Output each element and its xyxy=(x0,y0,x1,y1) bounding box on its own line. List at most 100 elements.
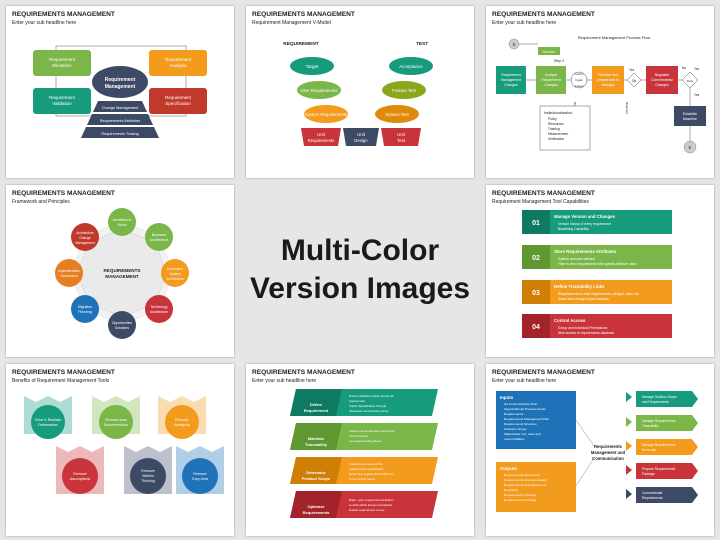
label: Remove poor xyxy=(105,418,127,422)
label: Requirements to other requirements, desi… xyxy=(558,292,639,296)
label: Requirement xyxy=(541,78,560,82)
inputs-box xyxy=(496,391,576,449)
label: Yes xyxy=(694,67,700,71)
label: Manage Version and Changes xyxy=(554,214,615,219)
label: Business xyxy=(152,233,166,237)
node-info-arch xyxy=(161,259,189,287)
slide-process-flow[interactable]: REQUIREMENTS MANAGEMENT Enter your sub h… xyxy=(486,6,714,178)
label: Acceptance xyxy=(399,64,423,69)
label: Deliverables xyxy=(38,423,58,427)
label: Manage Solution Scope xyxy=(642,395,677,399)
capability-row-1: 01 Manage Version and Changes Version hi… xyxy=(522,210,672,234)
slide-title: REQUIREMENTS MANAGEMENT xyxy=(12,11,115,18)
label: 01 xyxy=(532,220,540,227)
label: Ensure definition clarity across all xyxy=(349,394,394,398)
label: Feature Test xyxy=(392,88,417,93)
slide-subtitle: Benefits of Requirement Management Tools xyxy=(12,378,110,384)
capability-row-4: 04 Control Access Group and Individual P… xyxy=(522,314,672,338)
label: Implementation xyxy=(58,269,80,273)
label: Product Scope xyxy=(302,476,331,481)
label: Change xyxy=(79,236,91,240)
label: Architecture xyxy=(166,277,184,281)
label: Yes xyxy=(629,68,635,72)
box-validation xyxy=(33,88,91,114)
label: Requirements Attributes xyxy=(100,119,141,123)
label: Policy xyxy=(548,117,557,121)
label: 04 xyxy=(532,324,540,331)
activity-row-2: Maintain Traceability Capture dependenci… xyxy=(290,423,438,450)
label: Establish xyxy=(683,112,698,116)
label: System Requirements xyxy=(305,112,347,117)
arrow-3: Manage Requirements for re-use xyxy=(626,439,698,455)
slide-benefits[interactable]: REQUIREMENTS MANAGEMENT Benefits of Requ… xyxy=(6,364,234,536)
tier-3 xyxy=(81,127,159,138)
slide-requirement-cycle[interactable]: REQUIREMENTS MANAGEMENT Enter your sub h… xyxy=(6,6,234,178)
process-flow-diagram: Requirement Management Process Flow S So… xyxy=(496,35,706,154)
tier-2 xyxy=(87,114,153,125)
label: Requirements Structure xyxy=(504,422,537,426)
v-model-diagram: REQUIREMENT TEST Target User Requirement… xyxy=(283,41,433,146)
capability-list: 01 Manage Version and Changes Version hi… xyxy=(522,210,672,338)
end-node xyxy=(683,140,697,154)
slide-v-model[interactable]: REQUIREMENTS MANAGEMENT Requirement Mana… xyxy=(246,6,474,178)
label: Control Access xyxy=(554,318,586,323)
slide-activities[interactable]: REQUIREMENTS MANAGEMENT Enter your sub h… xyxy=(246,364,474,536)
label: Validation xyxy=(52,101,72,106)
label: Group and Individual Permissions xyxy=(558,326,608,330)
label: Requirement xyxy=(304,408,329,413)
label: responsibilities xyxy=(504,437,525,441)
node-business-arch xyxy=(145,223,173,251)
benefits-diagram: Clear & Realistic Deliverables Remove po… xyxy=(24,396,224,494)
label: System and user defined xyxy=(558,257,595,261)
benefit-clear xyxy=(31,405,65,439)
slide-tool-capabilities[interactable]: REQUIREMENTS MANAGEMENT Requirement Mana… xyxy=(486,185,714,357)
column-header-right: TEST xyxy=(416,41,428,47)
label: Web access to requirements database xyxy=(558,331,614,335)
label: Done xyxy=(687,79,694,83)
center-ellipse xyxy=(92,66,148,98)
label: changes xyxy=(602,83,615,87)
slide-title: REQUIREMENTS MANAGEMENT xyxy=(492,11,595,18)
label: Capture dependencies and impact xyxy=(349,429,395,433)
label: No xyxy=(682,66,686,70)
label: Requirements Management Plan xyxy=(504,417,550,421)
label: 03 xyxy=(532,290,540,297)
label: Requirements xyxy=(303,510,330,515)
label: System Test xyxy=(385,112,409,117)
label: Remove xyxy=(175,418,188,422)
slide-title: REQUIREMENTS MANAGEMENT xyxy=(12,369,115,376)
arrow-4: Prepare Requirements Package xyxy=(626,463,698,479)
label: Optimize xyxy=(308,504,326,509)
label: Clear & Realistic xyxy=(35,418,62,422)
label: Leverage Existing Ideas xyxy=(349,439,382,443)
label: Vision xyxy=(117,223,127,227)
slide-subtitle: Enter your sub headline here xyxy=(492,20,557,26)
slide-title: REQUIREMENTS MANAGEMENT xyxy=(252,11,355,18)
capability-row-3: 03 Define Traceability Links Requirement… xyxy=(522,280,672,304)
label: Information xyxy=(167,267,184,271)
label: Rejected xyxy=(625,102,629,114)
label: Management xyxy=(105,84,136,90)
label: and Requirements xyxy=(642,400,669,404)
heading-line-2: Version Images xyxy=(249,272,471,305)
benefit-assumptions xyxy=(62,458,98,494)
bottom-unit-req xyxy=(301,128,341,146)
label: Yes xyxy=(694,93,700,97)
box-elicitation xyxy=(33,50,91,76)
label: Impact xyxy=(575,79,583,82)
label: Define xyxy=(310,402,323,407)
activity-row-3: Determine Product Scope Analyze true sco… xyxy=(290,457,438,484)
label: Communicate xyxy=(642,491,663,495)
slide-framework[interactable]: REQUIREMENTS MANAGEMENT Framework and Pr… xyxy=(6,185,234,357)
label: Solutions Scope xyxy=(504,427,527,431)
slide-inputs-outputs[interactable]: REQUIREMENTS MANAGEMENT Enter your sub h… xyxy=(486,364,714,536)
label: to work within known constraints xyxy=(349,503,393,507)
label: Communication xyxy=(592,456,624,461)
label: Unit xyxy=(317,132,325,137)
label: Inputs xyxy=(500,395,514,400)
label: Wishful xyxy=(142,474,154,478)
label: Specification xyxy=(165,101,191,106)
label: Requirement xyxy=(165,57,192,62)
label: Assist with change impact analysis xyxy=(558,297,609,301)
label: Version history of every requirement xyxy=(558,222,611,226)
